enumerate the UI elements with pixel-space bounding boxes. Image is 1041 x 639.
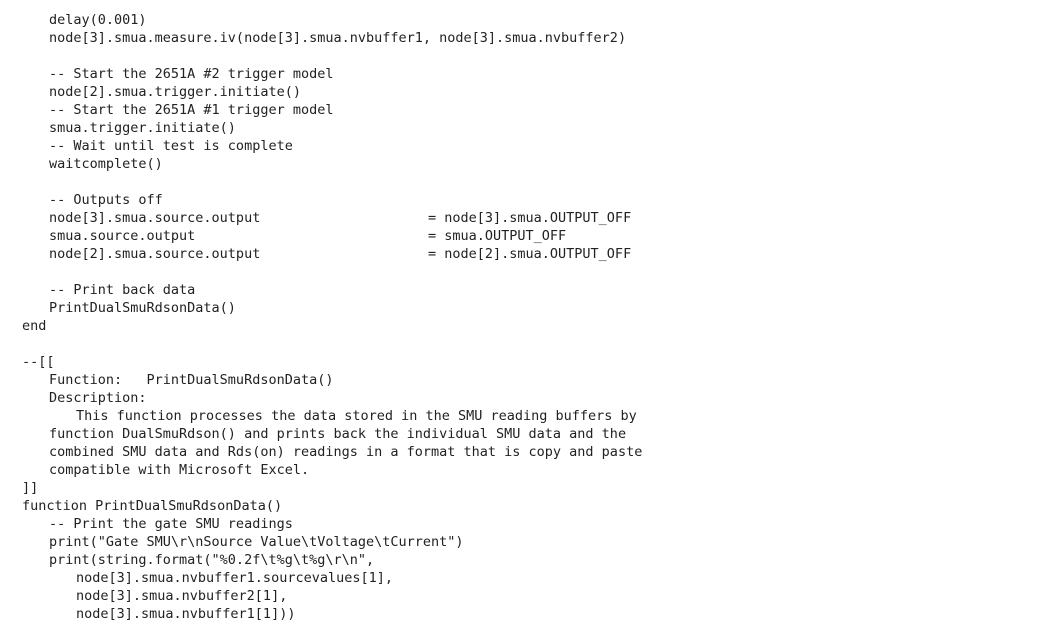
code-line: function PrintDualSmuRdsonData() [0, 497, 1041, 515]
code-line: print(string.format("%0.2f\t%g\t%g\r\n", [0, 551, 1041, 569]
code-text: Function: PrintDualSmuRdsonData() [49, 372, 334, 388]
code-text: -- Outputs off [49, 192, 163, 208]
code-line: smua.trigger.initiate() [0, 119, 1041, 137]
code-text: -- Start the 2651A #1 trigger model [49, 102, 334, 118]
code-line: end [0, 317, 1041, 335]
code-text: delay(0.001) [49, 12, 147, 28]
code-line [0, 173, 1041, 191]
code-assignment-value: = node[3].smua.OUTPUT_OFF [428, 210, 632, 226]
code-text: print(string.format("%0.2f\t%g\t%g\r\n", [49, 552, 375, 568]
code-text: function DualSmuRdson() and prints back … [49, 426, 627, 442]
code-line: Description: [0, 389, 1041, 407]
code-line: --[[ [0, 353, 1041, 371]
code-line: -- Print the gate SMU readings [0, 515, 1041, 533]
code-line: node[3].smua.nvbuffer1[1])) [0, 605, 1041, 623]
code-text: smua.source.output [49, 228, 196, 244]
code-text: end [22, 318, 47, 334]
code-line: -- Start the 2651A #1 trigger model [0, 101, 1041, 119]
code-line: print("Gate SMU\r\nSource Value\tVoltage… [0, 533, 1041, 551]
code-line: node[3].smua.measure.iv(node[3].smua.nvb… [0, 29, 1041, 47]
code-line: node[2].smua.source.output = node[2].smua… [0, 245, 1041, 263]
code-line: combined SMU data and Rds(on) readings i… [0, 443, 1041, 461]
code-text: ]] [22, 480, 39, 496]
code-line [0, 263, 1041, 281]
code-line: node[3].smua.nvbuffer2[1], [0, 587, 1041, 605]
code-line: This function processes the data stored … [0, 407, 1041, 425]
code-line: -- Start the 2651A #2 trigger model [0, 65, 1041, 83]
code-line: -- Outputs off [0, 191, 1041, 209]
code-line: smua.source.output = smua.OUTPUT_OFF [0, 227, 1041, 245]
code-text: print("Gate SMU\r\nSource Value\tVoltage… [49, 534, 464, 550]
code-text: PrintDualSmuRdsonData() [49, 300, 236, 316]
code-line: delay(0.001) [0, 11, 1041, 29]
code-text: node[3].smua.nvbuffer1.sourcevalues[1], [76, 570, 393, 586]
code-text: compatible with Microsoft Excel. [49, 462, 310, 478]
code-text: node[2].smua.source.output [49, 246, 261, 262]
code-text: node[3].smua.measure.iv(node[3].smua.nvb… [49, 30, 627, 46]
code-line: compatible with Microsoft Excel. [0, 461, 1041, 479]
code-text: Description: [49, 390, 147, 406]
code-line: waitcomplete() [0, 155, 1041, 173]
code-line: -- Print back data [0, 281, 1041, 299]
code-line: ]] [0, 479, 1041, 497]
code-line: function DualSmuRdson() and prints back … [0, 425, 1041, 443]
code-text: -- Print the gate SMU readings [49, 516, 293, 532]
code-line: node[3].smua.source.output = node[3].smua… [0, 209, 1041, 227]
code-text: -- Wait until test is complete [49, 138, 293, 154]
code-line: Function: PrintDualSmuRdsonData() [0, 371, 1041, 389]
code-text: --[[ [22, 354, 55, 370]
code-text: combined SMU data and Rds(on) readings i… [49, 444, 643, 460]
code-listing: delay(0.001) node[3].smua.measure.iv(node… [0, 11, 1041, 623]
code-text: waitcomplete() [49, 156, 163, 172]
code-line: -- Wait until test is complete [0, 137, 1041, 155]
code-assignment-value: = smua.OUTPUT_OFF [428, 228, 567, 244]
code-text: node[3].smua.source.output [49, 210, 261, 226]
code-line: PrintDualSmuRdsonData() [0, 299, 1041, 317]
code-text: smua.trigger.initiate() [49, 120, 236, 136]
code-assignment-value: = node[2].smua.OUTPUT_OFF [428, 246, 632, 262]
code-text: node[3].smua.nvbuffer2[1], [76, 588, 288, 604]
code-text: -- Print back data [49, 282, 196, 298]
code-line [0, 335, 1041, 353]
code-line: node[2].smua.trigger.initiate() [0, 83, 1041, 101]
code-text: node[3].smua.nvbuffer1[1])) [76, 606, 296, 622]
code-line [0, 47, 1041, 65]
code-text: This function processes the data stored … [76, 408, 637, 424]
code-text: function PrintDualSmuRdsonData() [22, 498, 283, 514]
code-text: -- Start the 2651A #2 trigger model [49, 66, 334, 82]
code-line: node[3].smua.nvbuffer1.sourcevalues[1], [0, 569, 1041, 587]
code-text: node[2].smua.trigger.initiate() [49, 84, 301, 100]
